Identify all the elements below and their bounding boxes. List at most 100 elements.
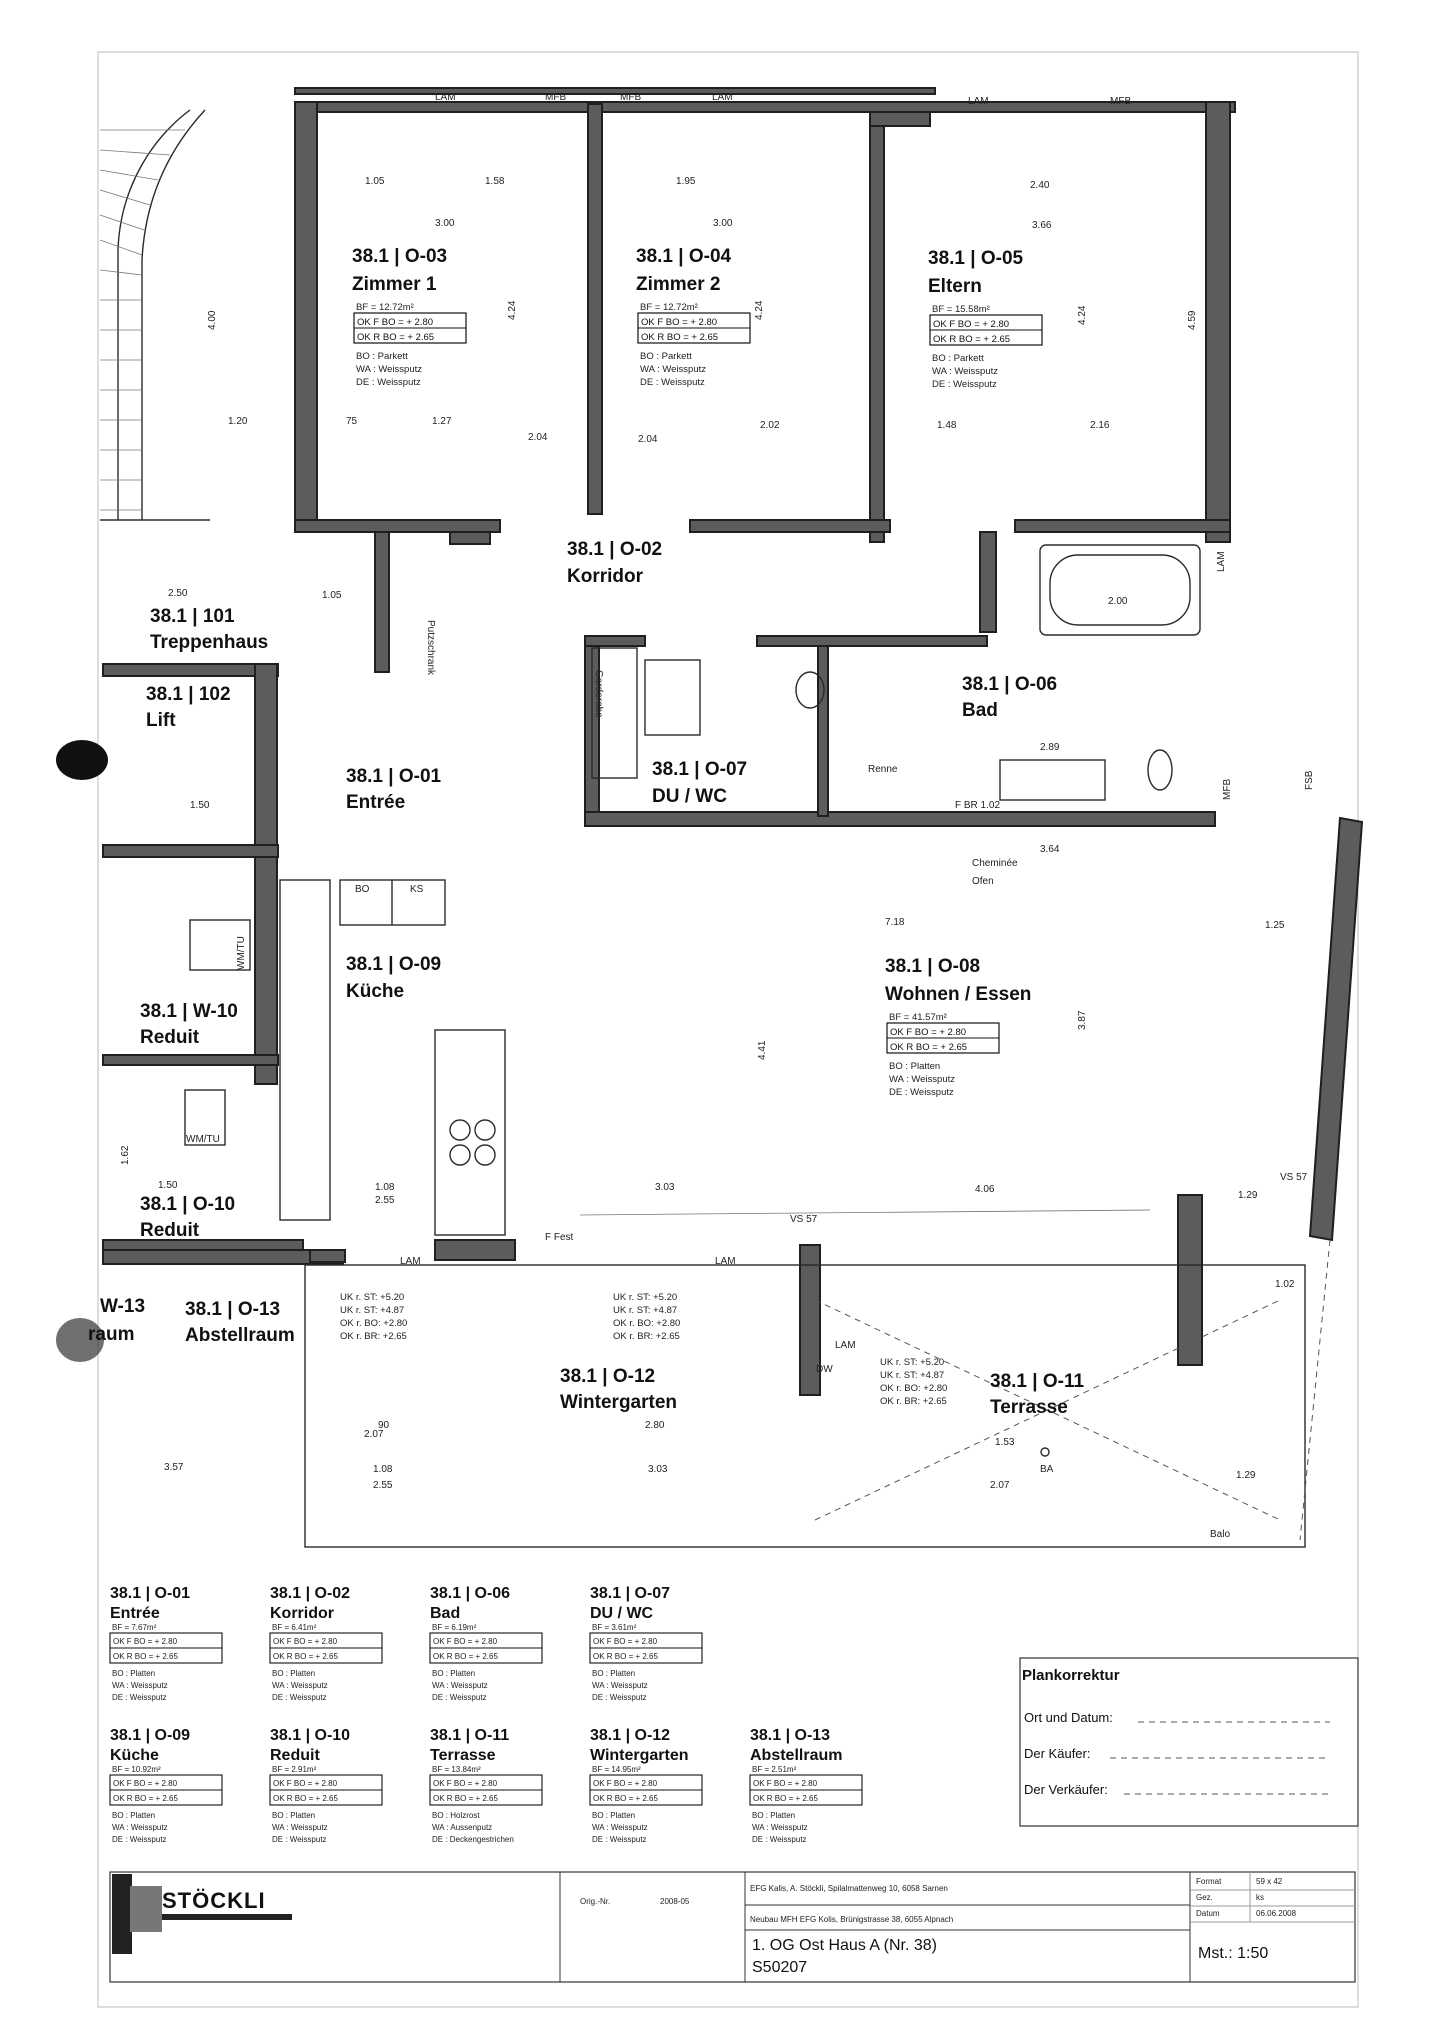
legend-name: Bad	[430, 1605, 460, 1622]
legend-okf: OK F BO = + 2.80	[593, 1779, 658, 1788]
ok-br-3: OK r. BR: +2.65	[880, 1396, 947, 1407]
okf-value: OK F BO = + 2.80	[890, 1027, 966, 1038]
wall-spec: WA : Weissputz	[640, 364, 706, 375]
dim-357: 3.57	[164, 1462, 184, 1473]
dim-718: 7.18	[885, 917, 905, 928]
dim-216: 2.16	[1090, 420, 1110, 431]
dim-105b: 1.05	[322, 590, 342, 601]
uk-st-5: UK r. ST: +5.20	[880, 1357, 944, 1368]
uk-st-2: UK r. ST: +4.87	[340, 1305, 404, 1316]
uk-st-4: UK r. ST: +4.87	[613, 1305, 677, 1316]
plan-title: 1. OG Ost Haus A (Nr. 38)	[752, 1937, 937, 1954]
fest-label: F Fest	[545, 1232, 574, 1243]
legend-de: DE : Weissputz	[272, 1835, 327, 1844]
dim-195: 1.95	[676, 176, 696, 187]
legend-okf: OK F BO = + 2.80	[593, 1637, 658, 1646]
room-label-o13-id: 38.1 | O-13	[185, 1299, 280, 1320]
dim-162: 1.62	[120, 1145, 131, 1165]
ok-bo-1: OK r. BO: +2.80	[340, 1318, 407, 1329]
legend-name: Entrée	[110, 1605, 160, 1622]
dim-108: 1.08	[375, 1182, 395, 1193]
legend-wa: WA : Weissputz	[112, 1681, 168, 1690]
uk-st-6: UK r. ST: +4.87	[880, 1370, 944, 1381]
legend-okr: OK R BO = + 2.65	[593, 1794, 658, 1803]
dim-441: 4.41	[757, 1040, 768, 1060]
legend-okf: OK F BO = + 2.80	[113, 1779, 178, 1788]
wall-spec: WA : Weissputz	[932, 366, 998, 377]
legend-okr: OK R BO = + 2.65	[113, 1652, 178, 1661]
hob-2	[474, 1119, 496, 1141]
bo-label: BO	[355, 884, 370, 895]
ok-bo-2: OK r. BO: +2.80	[613, 1318, 680, 1329]
hob-4	[474, 1144, 496, 1166]
legend-id: 38.1 | O-13	[750, 1727, 830, 1744]
legend-bo: BO : Platten	[752, 1811, 795, 1820]
legend-area: BF = 2.51m²	[752, 1765, 797, 1774]
room-area: BF = 12.72m²	[356, 302, 414, 313]
legend-bo: BO : Platten	[112, 1669, 155, 1678]
room-label-w13-name: raum	[88, 1324, 134, 1345]
mfb-label-2: MFB	[620, 92, 641, 103]
legend-okf: OK F BO = + 2.80	[113, 1637, 178, 1646]
fsb-label: FSB	[1304, 770, 1315, 790]
dim-102: 1.02	[1275, 1279, 1295, 1290]
legend-wa: WA : Weissputz	[432, 1681, 488, 1690]
legend-name: Korridor	[270, 1605, 334, 1622]
title-block: STÖCKLI Orig.-Nr. 2008-05 EFG Kalis, A. …	[109, 1871, 1356, 1983]
floor-spec: BO : Parkett	[640, 351, 692, 362]
dim-129: 1.29	[1238, 1190, 1258, 1201]
stockli-logo: STÖCKLI	[162, 1888, 266, 1913]
plankorrektur-verkaeufer: Der Verkäufer:	[1024, 1782, 1108, 1797]
room-name: Zimmer 1	[352, 274, 437, 295]
legend-wa: WA : Weissputz	[272, 1823, 328, 1832]
okr-value: OK R BO = + 2.65	[933, 334, 1010, 345]
dim-240: 2.40	[1030, 180, 1050, 191]
legend-name: Reduit	[270, 1747, 320, 1764]
room-label-o02-id: 38.1 | O-02	[567, 539, 662, 560]
legend-id: 38.1 | O-07	[590, 1585, 670, 1602]
legend-de: DE : Weissputz	[112, 1693, 167, 1702]
plankorrektur-box: Plankorrektur Ort und Datum: Der Käufer:…	[1019, 1657, 1359, 1827]
okf-value: OK F BO = + 2.80	[641, 317, 717, 328]
room-label-o11-name: Terrasse	[990, 1397, 1068, 1418]
room-label-w13-id: W-13	[100, 1296, 145, 1317]
orig-label: Orig.-Nr.	[580, 1897, 610, 1906]
dim-105: 1.05	[365, 176, 385, 187]
ceiling-spec: DE : Weissputz	[889, 1087, 954, 1098]
legend-area: BF = 6.19m²	[432, 1623, 477, 1632]
room-label-o06-name: Bad	[962, 700, 998, 721]
plankorrektur-title: Plankorrektur	[1022, 1667, 1120, 1684]
garderobe-unit	[591, 647, 638, 779]
legend-id: 38.1 | O-06	[430, 1585, 510, 1602]
client-text: EFG Kalis, A. Stöckli, Spilalmattenweg 1…	[750, 1884, 948, 1893]
room-label-o12-name: Wintergarten	[560, 1392, 677, 1413]
legend-bo: BO : Platten	[272, 1811, 315, 1820]
room-area: BF = 12.72m²	[640, 302, 698, 313]
vs57-label-2: VS 57	[1280, 1172, 1308, 1183]
dim-129b: 1.29	[1236, 1470, 1256, 1481]
mfb-label-1: MFB	[545, 92, 566, 103]
cheminee-label: Cheminée	[972, 858, 1018, 869]
ks-label: KS	[410, 884, 424, 895]
legend-okf: OK F BO = + 2.80	[433, 1637, 498, 1646]
legend-okf: OK F BO = + 2.80	[753, 1779, 818, 1788]
legend-id: 38.1 | O-09	[110, 1727, 190, 1744]
height-notes-wintergarten: UK r. ST: +5.20 UK r. ST: +4.87 OK r. BO…	[340, 1292, 947, 1407]
dim-108b: 1.08	[373, 1464, 393, 1475]
dim-459: 4.59	[1187, 310, 1198, 330]
dim-424a: 4.24	[507, 300, 518, 320]
legend-bo: BO : Platten	[112, 1811, 155, 1820]
legend-id: 38.1 | O-10	[270, 1727, 350, 1744]
mfb-label-3: MFB	[1110, 96, 1131, 107]
hob-3	[449, 1144, 471, 1166]
vs57-label: VS 57	[790, 1214, 818, 1225]
legend-area: BF = 6.41m²	[272, 1623, 317, 1632]
legend-name: Wintergarten	[590, 1747, 689, 1764]
window-line	[579, 1209, 1151, 1216]
room-label-101-id: 38.1 | 101	[150, 606, 235, 627]
